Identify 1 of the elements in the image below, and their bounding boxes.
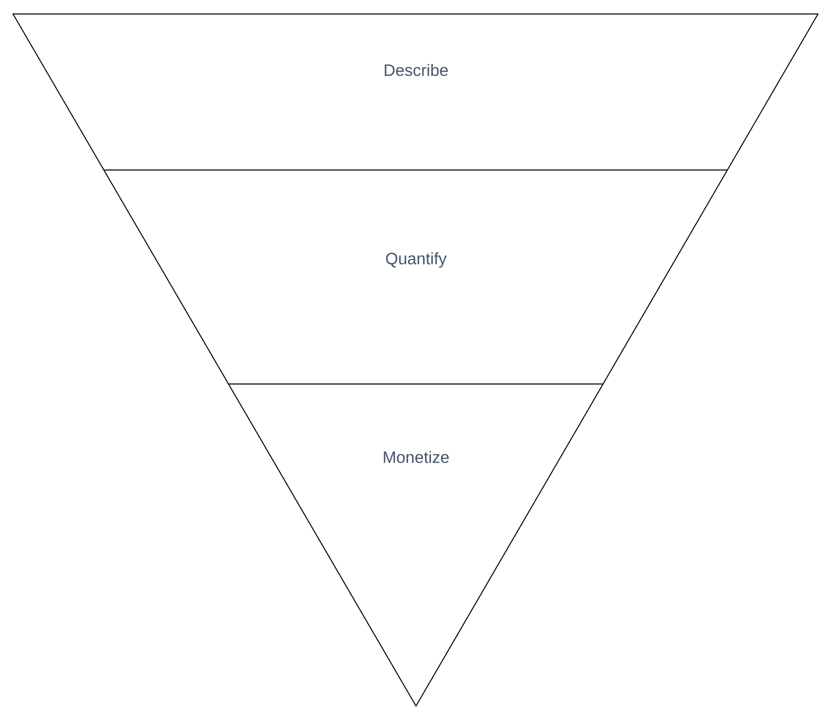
funnel-band: Quantify <box>103 170 728 384</box>
